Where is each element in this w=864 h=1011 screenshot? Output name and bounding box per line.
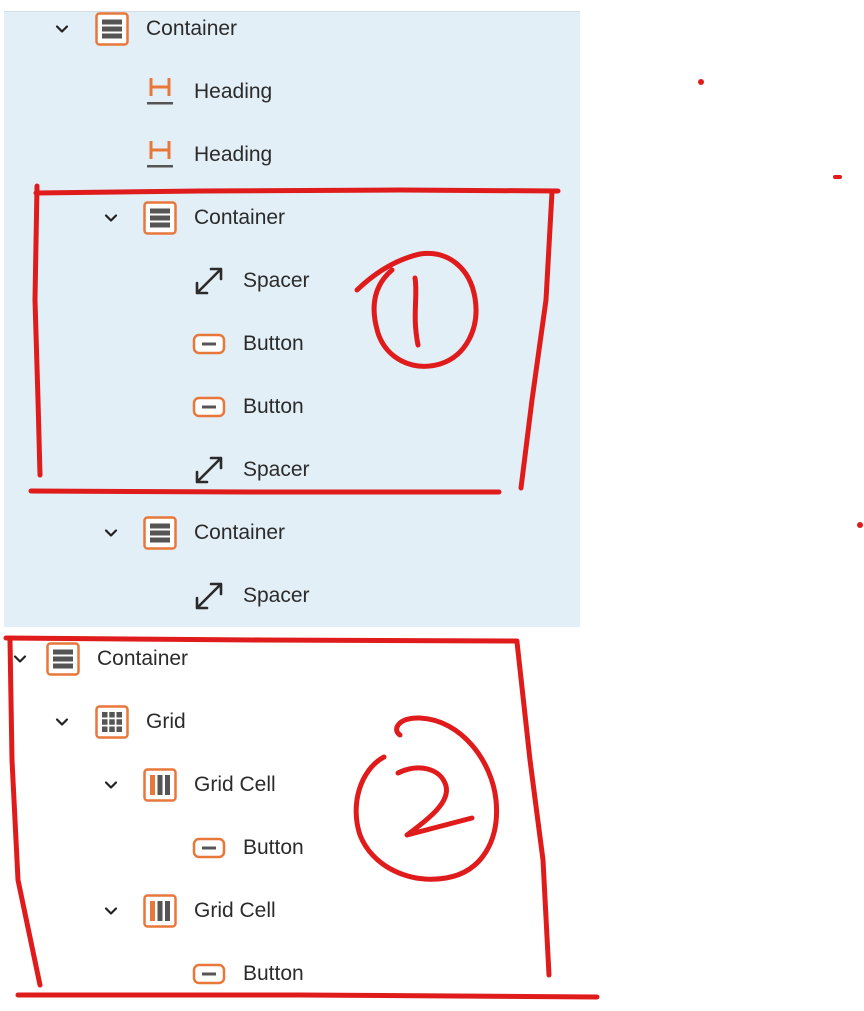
tree-row-container[interactable]: Container (101, 501, 285, 564)
tree-row-label: Heading (194, 142, 273, 166)
tree-row-label: Grid Cell (194, 772, 276, 796)
tree-row-container[interactable]: Container (10, 627, 188, 690)
selected-tree-region (4, 11, 580, 627)
tree-row-container[interactable]: Container (101, 186, 285, 249)
grid-cell-icon (142, 767, 178, 803)
tree-row-label: Button (243, 835, 304, 859)
container-icon (94, 11, 130, 47)
tree-row-label: Button (243, 394, 304, 418)
chevron-down-icon[interactable] (52, 712, 72, 732)
chevron-down-icon[interactable] (101, 775, 121, 795)
tree-row-label: Spacer (243, 268, 310, 292)
tree-row-label: Spacer (243, 583, 310, 607)
tree-row-label: Heading (194, 79, 273, 103)
tree-row-spacer[interactable]: Spacer (191, 249, 310, 312)
tree-row-label: Container (97, 646, 189, 670)
tree-row-label: Spacer (243, 457, 310, 481)
tree-row-label: Grid Cell (194, 898, 276, 922)
tree-row-heading[interactable]: Heading (142, 60, 272, 123)
button-icon (191, 389, 227, 425)
button-icon (191, 956, 227, 992)
tree-row-label: Container (194, 520, 286, 544)
tree-row-button[interactable]: Button (191, 942, 304, 1005)
heading-icon (142, 74, 178, 110)
button-icon (191, 326, 227, 362)
tree-row-button[interactable]: Button (191, 816, 304, 879)
annotation-circle-2 (353, 715, 500, 882)
chevron-down-icon[interactable] (101, 523, 121, 543)
tree-row-grid-cell[interactable]: Grid Cell (101, 753, 276, 816)
tree-row-spacer[interactable]: Spacer (191, 438, 310, 501)
tree-row-grid-cell[interactable]: Grid Cell (101, 879, 276, 942)
tree-row-label: Button (243, 961, 304, 985)
tree-row-spacer[interactable]: Spacer (191, 564, 310, 627)
tree-row-container[interactable]: Container (52, 0, 237, 60)
tree-row-label: Grid (146, 709, 186, 733)
tree-row-label: Button (243, 331, 304, 355)
chevron-down-icon[interactable] (52, 19, 72, 39)
chevron-down-icon[interactable] (10, 649, 30, 669)
spacer-icon (191, 578, 227, 614)
tree-row-grid[interactable]: Grid (52, 690, 186, 753)
tree-row-button[interactable]: Button (191, 375, 304, 438)
heading-icon (142, 137, 178, 173)
tree-row-button[interactable]: Button (191, 312, 304, 375)
tree-row-heading[interactable]: Heading (142, 123, 272, 186)
spacer-icon (191, 263, 227, 299)
grid-icon (94, 704, 130, 740)
chevron-down-icon[interactable] (101, 208, 121, 228)
tree-row-label: Container (194, 205, 286, 229)
grid-cell-icon (142, 893, 178, 929)
annotation-dots (698, 79, 863, 528)
button-icon (191, 830, 227, 866)
container-icon (142, 515, 178, 551)
spacer-icon (191, 452, 227, 488)
tree-row-label: Container (146, 16, 238, 40)
chevron-down-icon[interactable] (101, 901, 121, 921)
container-icon (142, 200, 178, 236)
container-icon (45, 641, 81, 677)
